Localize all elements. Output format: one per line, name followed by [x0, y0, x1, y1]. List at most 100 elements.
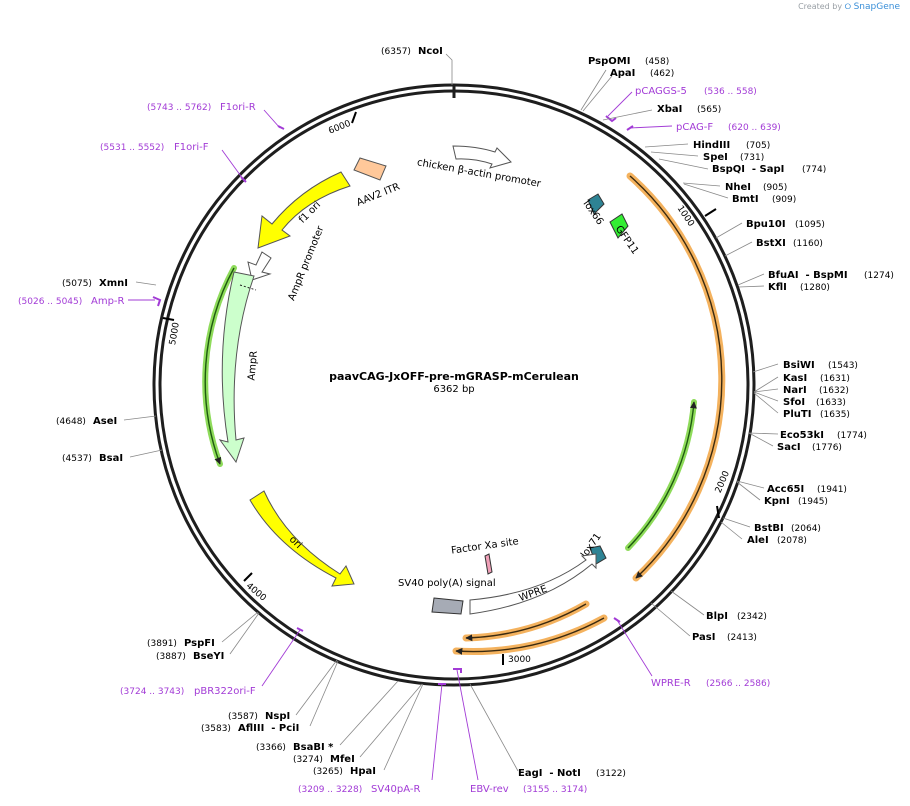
enzyme-bsabi-pos: (3366)	[256, 743, 286, 753]
plasmid-size: 6362 bp	[433, 384, 474, 395]
leader-asei	[123, 415, 157, 421]
enzyme-sfoi-name: SfoI	[783, 397, 805, 408]
tick-label-3000: 3000	[508, 655, 531, 665]
leader-kasi	[753, 376, 779, 393]
primer-pbr322orif-range: (3724 .. 3743)	[120, 687, 184, 697]
leader-acc65i	[736, 480, 765, 489]
enzyme-xbai-pos: (565)	[697, 105, 721, 115]
leader-kfli	[738, 285, 765, 288]
feature-f1-ori-arrow	[257, 171, 351, 249]
tick-2000: 2000	[714, 469, 732, 519]
enzyme-apai-name: ApaI	[610, 68, 635, 79]
enzyme-saci-pos: (1776)	[812, 443, 842, 453]
enzyme-eco53ki-pos: (1774)	[837, 431, 867, 441]
enzyme-eagi-noti-name: EagI - NotI	[518, 768, 581, 779]
primer-leader-wprer	[616, 619, 653, 677]
credit-brand: SnapGene	[853, 2, 900, 12]
leader-saci	[748, 432, 774, 447]
enzyme-saci-name: SacI	[777, 442, 801, 453]
leader-eagi-noti	[469, 683, 519, 772]
enzyme-labels-right: PspOMI (458) ApaI (462) XbaI (565) HindI…	[518, 56, 894, 779]
enzyme-pspfi-pos: (3891)	[147, 639, 177, 649]
leader-bstbi	[722, 517, 751, 528]
label-chicken-beta-actin-promoter: chicken β-actin promoter	[416, 157, 542, 190]
enzyme-kasi-pos: (1631)	[820, 374, 850, 384]
enzyme-apai-pos: (462)	[650, 69, 674, 79]
enzyme-hpai-name: HpaI	[350, 766, 376, 777]
tick-4000: 4000	[243, 572, 268, 604]
orange-arc-long-core	[629, 175, 723, 579]
enzyme-nspi-name: NspI	[265, 711, 290, 722]
tick-3000: 3000	[502, 654, 531, 665]
primer-pbr322orif-name: pBR322ori-F	[194, 686, 256, 697]
enzyme-nhei-name: NheI	[725, 182, 751, 193]
tick-5000: 5000	[162, 317, 182, 346]
leader-nspi	[295, 659, 338, 716]
leader-xbai	[602, 109, 653, 121]
enzyme-ncoi-name: NcoI	[418, 46, 443, 57]
leader-mfei	[359, 683, 423, 758]
leader-bsiwi	[752, 363, 779, 373]
tick-label-5000: 5000	[168, 321, 182, 346]
enzyme-ncoi-pos: (6357)	[381, 47, 411, 57]
enzyme-hpai-pos: (3265)	[313, 767, 343, 777]
leader-bpu10i	[715, 222, 743, 239]
enzyme-pasi-pos: (2413)	[727, 633, 757, 643]
enzyme-labels-left: (6357) NcoI (3265) HpaI (3274) MfeI (336…	[56, 46, 443, 777]
label-ampr-promoter: AmpR promoter	[287, 224, 327, 303]
enzyme-bsai-pos: (4537)	[62, 454, 92, 464]
primer-ebvrev-range: (3155 .. 3174)	[523, 785, 587, 795]
leader-blpi	[670, 590, 705, 616]
enzyme-bpu10i-name: Bpu10I	[746, 219, 786, 230]
feature-lox66-arrow	[587, 193, 605, 215]
leader-spei	[650, 151, 699, 157]
feature-aav2-itr-box	[353, 157, 387, 181]
feature-chicken-beta-actin-promoter-arrow	[452, 145, 512, 169]
primer-f1orir-range: (5743 .. 5762)	[147, 103, 211, 113]
primer-mark-ampr	[152, 296, 162, 307]
leader-hpai	[383, 683, 424, 771]
enzyme-kpni-name: KpnI	[764, 496, 790, 507]
enzyme-afliii-pcii-pos: (3583)	[201, 724, 231, 734]
feature-factor-xa-site-box	[484, 553, 493, 575]
enzyme-bseyi-pos: (3887)	[156, 652, 186, 662]
label-sv40-polya-signal: SV40 poly(A) signal	[398, 578, 496, 589]
feature-ampr-arrow	[218, 271, 255, 464]
enzyme-eagi-noti-pos: (3122)	[596, 769, 626, 779]
primer-pcaggs5-range: (536 .. 558)	[704, 87, 757, 97]
primer-f1orir-name: F1ori-R	[220, 102, 256, 113]
enzyme-sfoi-pos: (1633)	[816, 398, 846, 408]
enzyme-asei-pos: (4648)	[56, 417, 86, 427]
enzyme-bmti-name: BmtI	[732, 194, 759, 205]
enzyme-bstbi-pos: (2064)	[791, 524, 821, 534]
green-arc-left-core	[204, 267, 235, 465]
leader-bsabi	[339, 680, 399, 746]
enzyme-acc65i-pos: (1941)	[817, 485, 847, 495]
primer-leaders	[128, 91, 673, 781]
enzyme-kpni-pos: (1945)	[798, 497, 828, 507]
enzyme-eco53ki-name: Eco53kI	[780, 430, 824, 441]
enzyme-pspomi-name: PspOMI	[588, 56, 630, 67]
primer-leader-pcaggs5	[607, 91, 633, 117]
leader-eco53ki	[748, 432, 779, 435]
enzyme-bsiwi-name: BsiWI	[783, 360, 815, 371]
enzyme-bsiwi-pos: (1543)	[828, 361, 858, 371]
enzyme-alei-pos: (2078)	[777, 536, 807, 546]
primer-ampr-range: (5026 .. 5045)	[18, 297, 82, 307]
primer-ampr-name: Amp-R	[91, 296, 125, 307]
enzyme-afliii-pcii-name: AflIII - PciI	[238, 723, 299, 734]
plasmid-name: paavCAG-JxOFF-pre-mGRASP-mCerulean	[329, 370, 579, 383]
primer-leader-pcagf	[629, 125, 673, 129]
enzyme-bfuai-bspmi-name: BfuAI - BspMI	[768, 270, 848, 281]
primer-leader-ebvrev	[456, 669, 479, 781]
green-arc-right-core	[627, 401, 697, 549]
enzyme-pluti-pos: (1635)	[820, 410, 850, 420]
green-arc-right	[625, 399, 697, 551]
orange-feature-arcs	[452, 172, 726, 656]
feature-sv40-polya-box	[431, 597, 464, 615]
feature-ampr-promoter-arrow	[247, 251, 272, 281]
enzyme-kfli-pos: (1280)	[800, 283, 830, 293]
enzyme-kfli-name: KflI	[768, 282, 787, 293]
enzyme-bstbi-name: BstBI	[754, 523, 784, 534]
leader-afliii-pcii	[309, 660, 339, 727]
